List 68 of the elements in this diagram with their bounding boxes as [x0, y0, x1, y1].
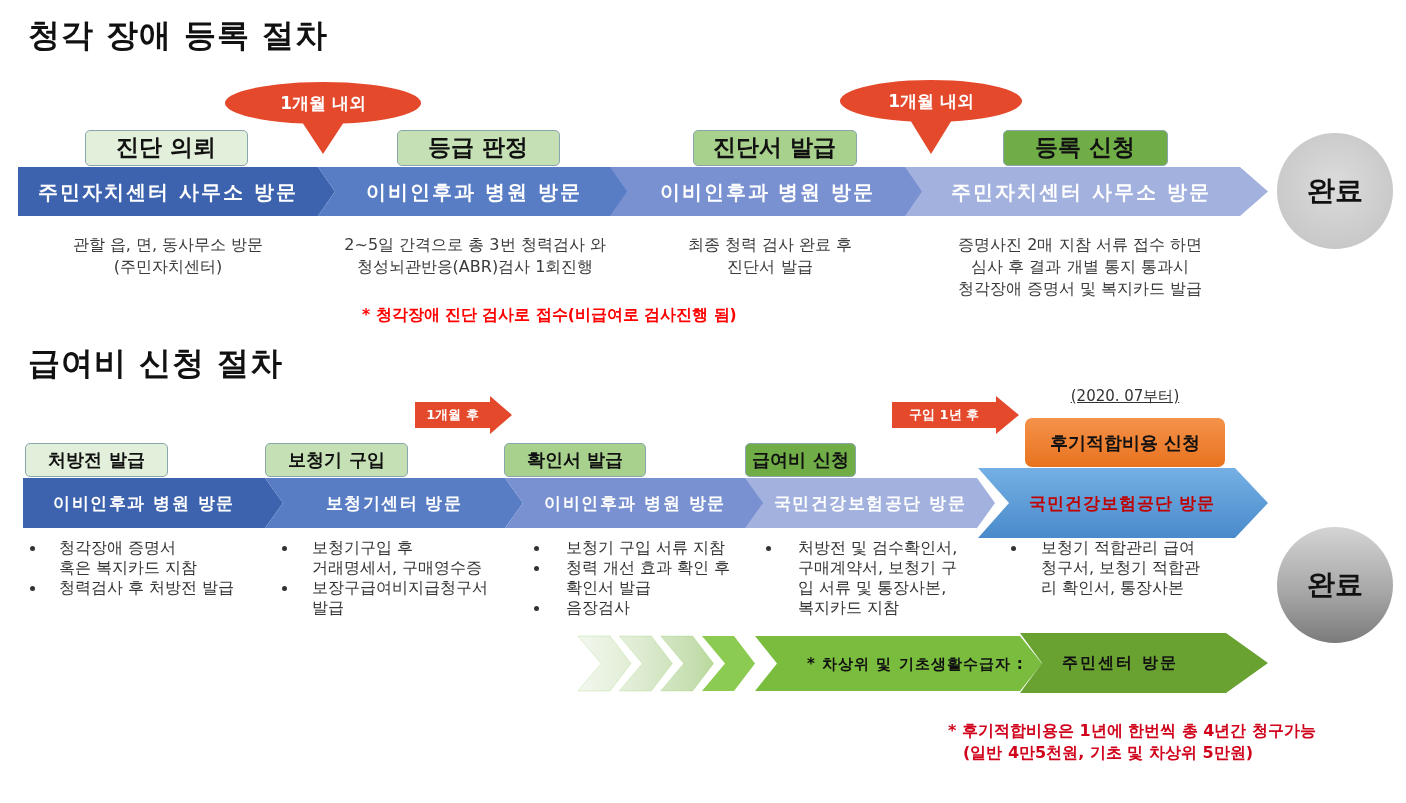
step-description: 최종 청력 검사 완료 후 진단서 발급 [686, 234, 854, 279]
step-tag [1025, 418, 1225, 467]
bullet-text: 보청기 적합관리 급여청구서, 보청기 적합관리 확인서, 통장사본 [1041, 538, 1202, 598]
chevron-step [610, 167, 925, 216]
step-title: 진단서 발급 [713, 134, 837, 162]
chevron-step [505, 478, 765, 528]
chevron-banner [755, 636, 1042, 691]
step-title: 급여비 신청 [752, 449, 849, 471]
step-title: 등록 신청 [1035, 134, 1136, 162]
step-description: 관할 읍, 면, 동사무소 방문 (주민자치센터) [71, 234, 265, 279]
step-tag [397, 130, 560, 166]
chevron-step [318, 167, 630, 216]
bullet-text: 보청기구입 후 거래명세서, 구매영수증 [312, 538, 484, 578]
chevron-step [978, 468, 1268, 538]
step-label: 주민자치센터 사무소 방문 [951, 179, 1211, 204]
step-title: 보청기 구입 [288, 449, 385, 471]
footnote: * 청각장애 진단 검사로 접수(비급여로 검사진행 됨) [362, 305, 737, 326]
bullet-text: 청력 개선 효과 확인 후 확인서 발급 [566, 558, 732, 598]
chevron-step [18, 167, 335, 216]
step-tag [1003, 130, 1168, 166]
block-arrow [415, 396, 512, 434]
arrow-label: 구입 1년 후 [908, 407, 980, 423]
date-note: (2020. 07부터) [1070, 387, 1180, 405]
step-label: 이비인후과 병원 방문 [53, 492, 235, 514]
step-title: 처방전 발급 [48, 449, 145, 471]
completion-label: 완료 [1307, 568, 1363, 602]
arrow-label: 1개월 후 [426, 407, 479, 423]
chevron-step [265, 478, 523, 528]
step-label: * 차상위 및 기초생활수급자 : [807, 654, 1024, 673]
block-arrow [892, 396, 1019, 434]
speech-bubble [225, 82, 421, 154]
step-description: 증명사진 2매 지참 서류 접수 하면 심사 후 결과 개별 통지 통과시 청각장애 증명서 및 복지카드 발급 [956, 234, 1204, 301]
step-label: 국민건강보험공단 방문 [1028, 492, 1216, 514]
step-tag [265, 443, 408, 477]
chevron-arrow [577, 635, 756, 692]
step-label: 주민자치센터 사무소 방문 [38, 179, 298, 204]
chevron-banner [1020, 633, 1268, 693]
completion-label: 완료 [1307, 174, 1363, 208]
step-label: 이비인후과 병원 방문 [659, 179, 876, 204]
duration-text: 1개월 내외 [280, 92, 366, 115]
step-tag [85, 130, 248, 166]
chevron-step [23, 478, 283, 528]
step-title: 등급 판정 [428, 134, 529, 162]
section-title: 급여비 신청 절차 [28, 343, 284, 384]
step-label: 보청기센터 방문 [325, 492, 463, 514]
bullet-text: 음장검사 [566, 598, 631, 618]
step-label: 국민건강보험공단 방문 [773, 492, 967, 514]
step-label: 이비인후과 병원 방문 [544, 492, 726, 514]
bullet-text: 보장구급여비지급청구서 발급 [312, 578, 489, 618]
footnote: * 후기적합비용은 1년에 한번씩 총 4년간 청구가능 (일반 4만5천원, 기초 및 차상위 5만원) [948, 720, 1318, 764]
bullet-text: 처방전 및 검수확인서, 구매계약서, 보청기 구입 서류 및 통장사본, 복지카드 지참 [798, 538, 959, 618]
chevron-step [745, 478, 995, 528]
step-title: 진단 의뢰 [116, 134, 217, 162]
step-tag [25, 443, 168, 477]
chevron-step [905, 167, 1268, 216]
step-label: 주민센터 방문 [1062, 653, 1178, 673]
step-description: 2~5일 간격으로 총 3번 청력검사 와 청성뇌관반응(ABR)검사 1회진행 [343, 234, 607, 279]
duration-text: 1개월 내외 [888, 90, 974, 113]
step-title: 후기적합비용 신청 [1049, 431, 1201, 454]
section-title: 청각 장애 등록 절차 [28, 15, 329, 56]
step-label: 이비인후과 병원 방문 [366, 179, 582, 204]
bullet-text: 청각장애 증명서 혹은 복지카드 지참 [59, 538, 199, 578]
step-title: 확인서 발급 [526, 449, 624, 471]
bullet-text: 보청기 구입 서류 지참 [566, 538, 727, 558]
bullet-text: 청력검사 후 처방전 발급 [59, 578, 236, 598]
step-tag [745, 443, 856, 477]
step-tag [693, 130, 857, 166]
step-tag [504, 443, 646, 477]
